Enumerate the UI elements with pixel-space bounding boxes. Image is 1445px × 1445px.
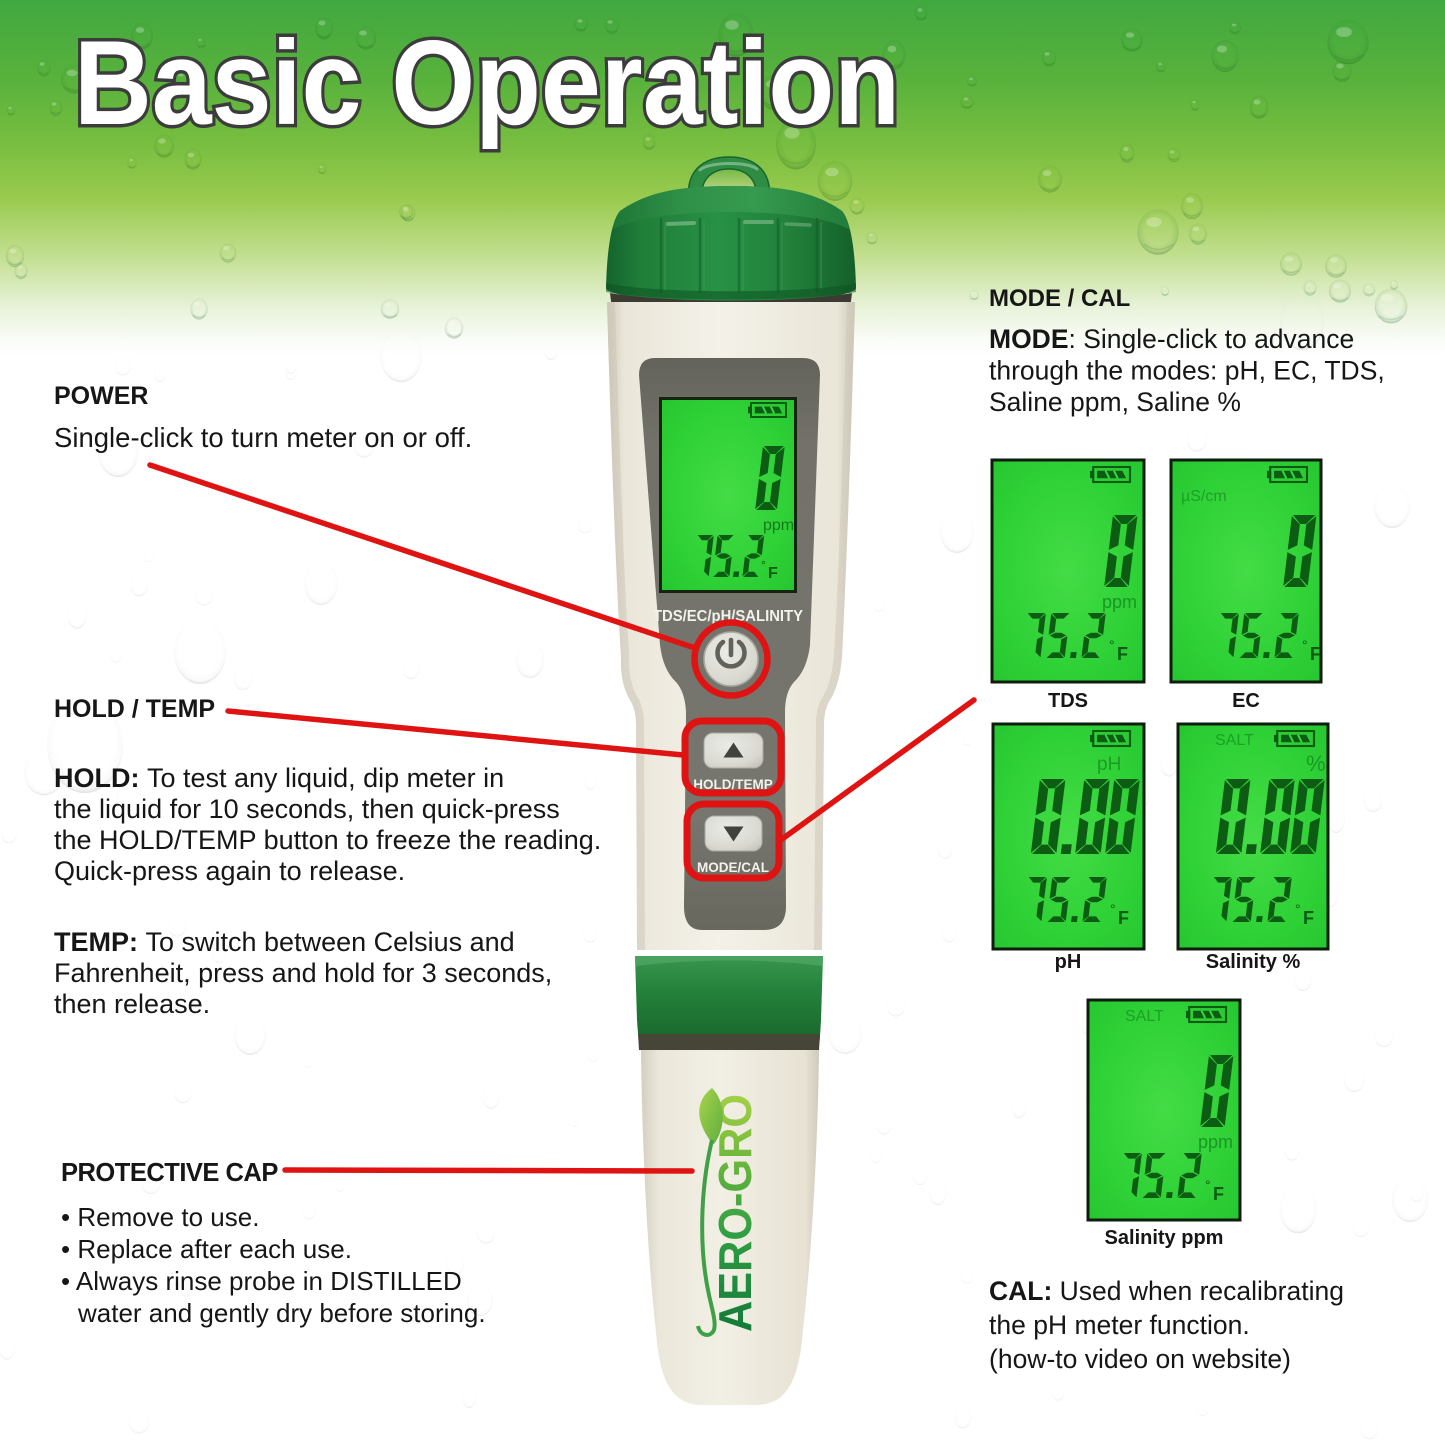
svg-text:TDS/EC/pH/SALINITY: TDS/EC/pH/SALINITY [653, 608, 804, 625]
svg-text:F: F [1310, 644, 1321, 664]
svg-text:CAL: Used when recalibrating: CAL: Used when recalibrating [989, 1276, 1344, 1306]
svg-text:µS/cm: µS/cm [1181, 488, 1227, 505]
svg-text:PROTECTIVE CAP: PROTECTIVE CAP [61, 1159, 278, 1187]
svg-text:water and gently dry before st: water and gently dry before storing. [77, 1298, 486, 1328]
svg-text:through the modes: pH, EC, TDS: through the modes: pH, EC, TDS, [989, 356, 1385, 386]
svg-text:the HOLD/TEMP button to freeze: the HOLD/TEMP button to freeze the readi… [54, 825, 601, 855]
svg-text:ppm: ppm [763, 517, 794, 534]
svg-text:Saline ppm, Saline %: Saline ppm, Saline % [989, 387, 1241, 417]
svg-text:MODE / CAL: MODE / CAL [989, 285, 1130, 312]
svg-text:F: F [1303, 908, 1314, 928]
svg-text:ppm: ppm [1198, 1132, 1233, 1152]
svg-text:HOLD: To test any liquid, dip: HOLD: To test any liquid, dip meter in [54, 763, 504, 793]
svg-text:°: ° [1109, 637, 1115, 653]
svg-text:TDS: TDS [1048, 690, 1088, 712]
svg-text:HOLD / TEMP: HOLD / TEMP [54, 695, 215, 723]
svg-text:F: F [1118, 908, 1129, 928]
svg-text:MODE: Single-click to advance: MODE: Single-click to advance [989, 324, 1354, 354]
svg-text:• Replace after each use.: • Replace after each use. [61, 1234, 352, 1264]
svg-text:SALT: SALT [1215, 732, 1254, 749]
svg-text:Salinity ppm: Salinity ppm [1105, 1227, 1224, 1249]
svg-text:F: F [1117, 644, 1128, 664]
svg-text:ppm: ppm [1102, 592, 1137, 612]
svg-text:TEMP: To switch between Celsiu: TEMP: To switch between Celsius and [54, 927, 515, 957]
svg-text:°: ° [1205, 1177, 1211, 1193]
svg-text:• Always rinse probe in DISTIL: • Always rinse probe in DISTILLED [61, 1266, 462, 1296]
svg-text:F: F [768, 565, 778, 582]
svg-text:EC: EC [1232, 690, 1260, 712]
svg-text:Single-click to turn meter on: Single-click to turn meter on or off. [54, 422, 472, 453]
svg-text:Fahrenheit, press and hold for: Fahrenheit, press and hold for 3 seconds… [54, 958, 552, 988]
svg-text:F: F [1213, 1184, 1224, 1204]
svg-text:then release.: then release. [54, 989, 210, 1019]
svg-text:(how-to video on website): (how-to video on website) [989, 1344, 1291, 1374]
svg-text:Quick-press again to release.: Quick-press again to release. [54, 856, 405, 886]
svg-text:HOLD/TEMP: HOLD/TEMP [693, 777, 773, 792]
svg-text:°: ° [761, 558, 766, 572]
svg-text:°: ° [1295, 901, 1301, 917]
svg-text:• Remove to use.: • Remove to use. [61, 1202, 259, 1232]
svg-text:the liquid for 10 seconds, the: the liquid for 10 seconds, then quick-pr… [54, 794, 560, 824]
svg-text:°: ° [1110, 901, 1116, 917]
svg-text:the pH meter function.: the pH meter function. [989, 1310, 1250, 1340]
svg-text:pH: pH [1055, 951, 1082, 973]
svg-text:Basic Operation: Basic Operation [74, 16, 900, 150]
svg-text:POWER: POWER [54, 382, 148, 410]
svg-text:%: % [1306, 751, 1326, 776]
svg-text:MODE/CAL: MODE/CAL [697, 860, 769, 875]
svg-text:Salinity %: Salinity % [1206, 951, 1301, 973]
svg-text:SALT: SALT [1125, 1008, 1164, 1025]
svg-text:°: ° [1302, 637, 1308, 653]
svg-text:pH: pH [1097, 754, 1121, 775]
